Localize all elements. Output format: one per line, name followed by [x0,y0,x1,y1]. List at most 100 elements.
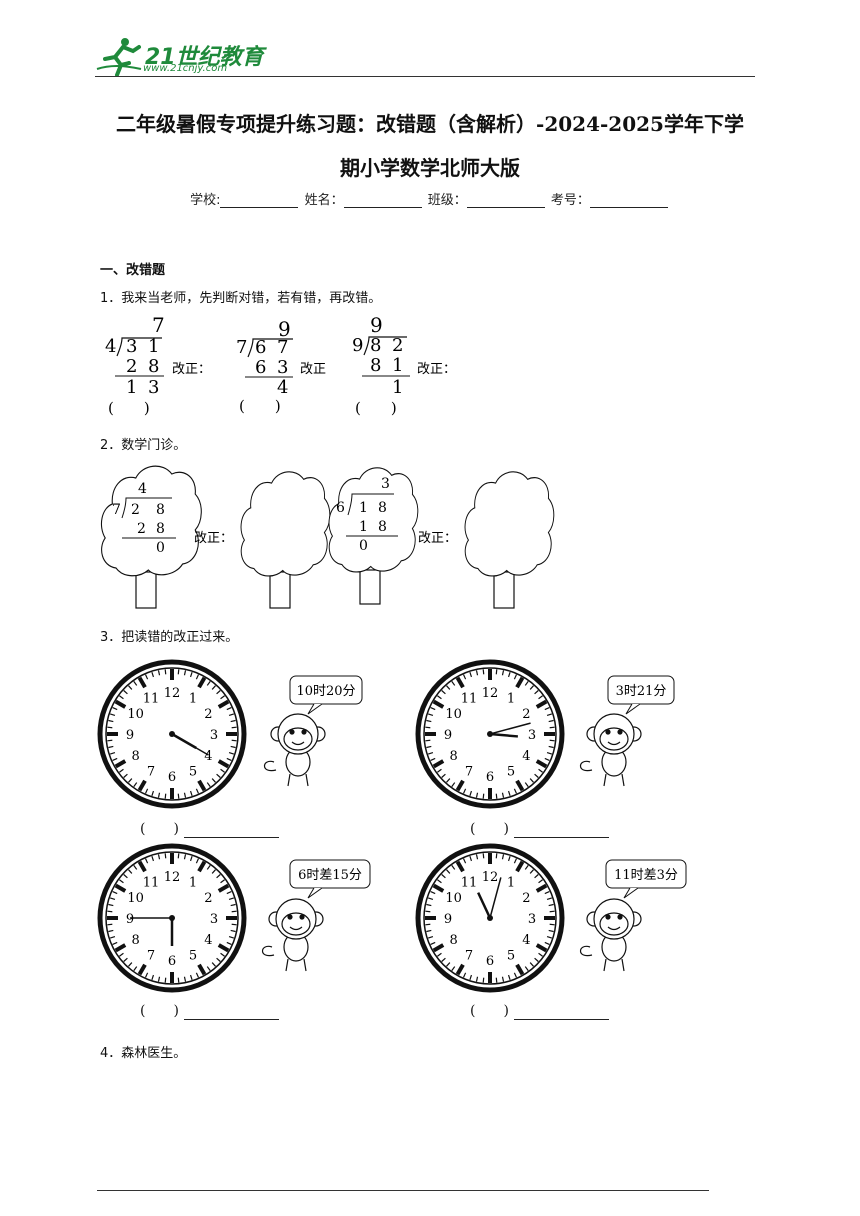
student-info-row: 学校: 姓名： 班级： 考号： [90,189,770,208]
logo-url: www.21cnjy.com [143,63,228,74]
question-4: 4．森林医生。 [100,1046,187,1061]
name-blank[interactable] [343,194,422,208]
product-digit: 1 [392,355,403,376]
dividend-digit: 8 [370,335,381,356]
number-blank[interactable] [589,194,668,208]
clock-number: 8 [449,749,457,764]
clock-number: 9 [126,912,134,927]
speech-bubble [289,859,371,889]
clock-number: 2 [204,891,212,906]
clock-number: 8 [131,933,139,948]
clock-number: 10 [445,707,462,722]
clock-number: 6 [168,954,176,969]
clock-number: 9 [126,728,134,743]
quotient: 9 [278,317,291,341]
page-title-line1: 二年级暑假专项提升练习题：改错题（含解析）-2024-2025学年下学 [116,112,744,136]
clock-number: 11 [461,692,478,707]
dividend-digit: 1 [359,500,368,516]
clock-number: 11 [143,876,160,891]
hour-hand [489,732,519,738]
quotient: 9 [370,313,383,337]
correction-label: 改正 [300,362,326,377]
judge-parens[interactable]: ( ) [140,1003,179,1019]
clock-number: 7 [147,948,155,963]
correction-label: 改正： [418,531,457,546]
judge-parens[interactable]: ( ) [239,397,281,415]
clock-number: 5 [189,948,197,963]
divisor: 7 [236,337,247,358]
logo-text: 21世纪教育 [145,45,264,70]
class-label: 班级： [427,193,467,208]
remainder: 0 [156,540,165,556]
clock-answer-row: ( ) [470,818,610,838]
clock-number: 6 [486,954,494,969]
product-digit: 8 [378,519,387,535]
monkey-icon [263,713,326,787]
clock-number: 1 [189,876,197,891]
speech-text: 11时差3分 [614,868,678,883]
judge-parens[interactable]: ( ) [470,821,509,837]
school-blank[interactable] [220,194,299,208]
clock-number: 11 [461,876,478,891]
clock-number: 12 [482,870,499,885]
answer-blank[interactable] [184,1007,280,1020]
logo: 21世纪教育 www.21cnjy.com [95,35,265,77]
q1-division-3: 9 9 8 2 8 1 1 改正： ( ) [352,313,456,417]
clock-number: 3 [210,912,218,927]
answer-blank[interactable] [514,825,610,838]
school-label: 学校: [190,193,221,208]
remainder-digit: 1 [126,377,137,398]
header-rule [95,76,755,77]
name-label: 姓名： [304,193,344,208]
answer-blank[interactable] [514,1007,610,1020]
page-title-line2: 期小学数学北师大版 [340,156,520,180]
monkey-icon [579,898,642,972]
answer-blank[interactable] [184,825,280,838]
clock-number: 8 [131,749,139,764]
clock-number: 7 [465,764,473,779]
clock-number: 7 [465,948,473,963]
hour-hand [477,892,492,919]
q1-division-2: 9 7 6 7 6 3 4 改正 ( ) [236,317,326,415]
clock-number: 2 [522,707,530,722]
clock-number: 6 [486,770,494,785]
quotient: 3 [381,476,390,492]
monkey-icon [261,898,324,972]
dividend-digit: 2 [392,335,403,356]
footer-rule [97,1190,709,1191]
clock-number: 8 [449,933,457,948]
correction-label: 改正： [194,531,233,546]
product-digit: 8 [148,356,159,377]
judge-parens[interactable]: ( ) [108,399,150,417]
question-2: 2．数学门诊。 [100,438,187,453]
judge-parens[interactable]: ( ) [140,821,179,837]
quotient: 7 [152,313,165,337]
clock-number: 5 [507,764,515,779]
judge-parens[interactable]: ( ) [470,1003,509,1019]
minute-hand [489,877,502,919]
remainder-digit: 1 [392,377,403,398]
class-blank[interactable] [466,194,545,208]
tree-2-empty[interactable] [240,471,331,609]
quotient: 4 [138,481,147,497]
dividend-digit: 8 [156,502,165,518]
q1-divisions: 7 4 3 1 2 8 1 3 改正： ( ) 9 7 6 7 6 3 4 改正… [105,313,456,417]
clock-answer-row: ( ) [140,818,280,838]
speech-bubble [289,675,363,705]
runner-logo-icon [96,38,142,77]
judge-parens[interactable]: ( ) [355,399,397,417]
clock-number: 3 [528,728,536,743]
divisor: 7 [112,502,121,518]
speech-text: 10时20分 [296,684,355,699]
clock-number: 10 [127,707,144,722]
divisor: 4 [105,336,116,357]
speech-text: 6时差15分 [298,868,362,883]
speech-bubble [605,859,687,889]
dividend-digit: 1 [148,336,159,357]
clock-number: 10 [445,891,462,906]
clock-number: 5 [507,948,515,963]
monkey-icon [579,713,642,787]
tree-4-empty[interactable] [464,471,555,609]
clock-number: 9 [444,912,452,927]
